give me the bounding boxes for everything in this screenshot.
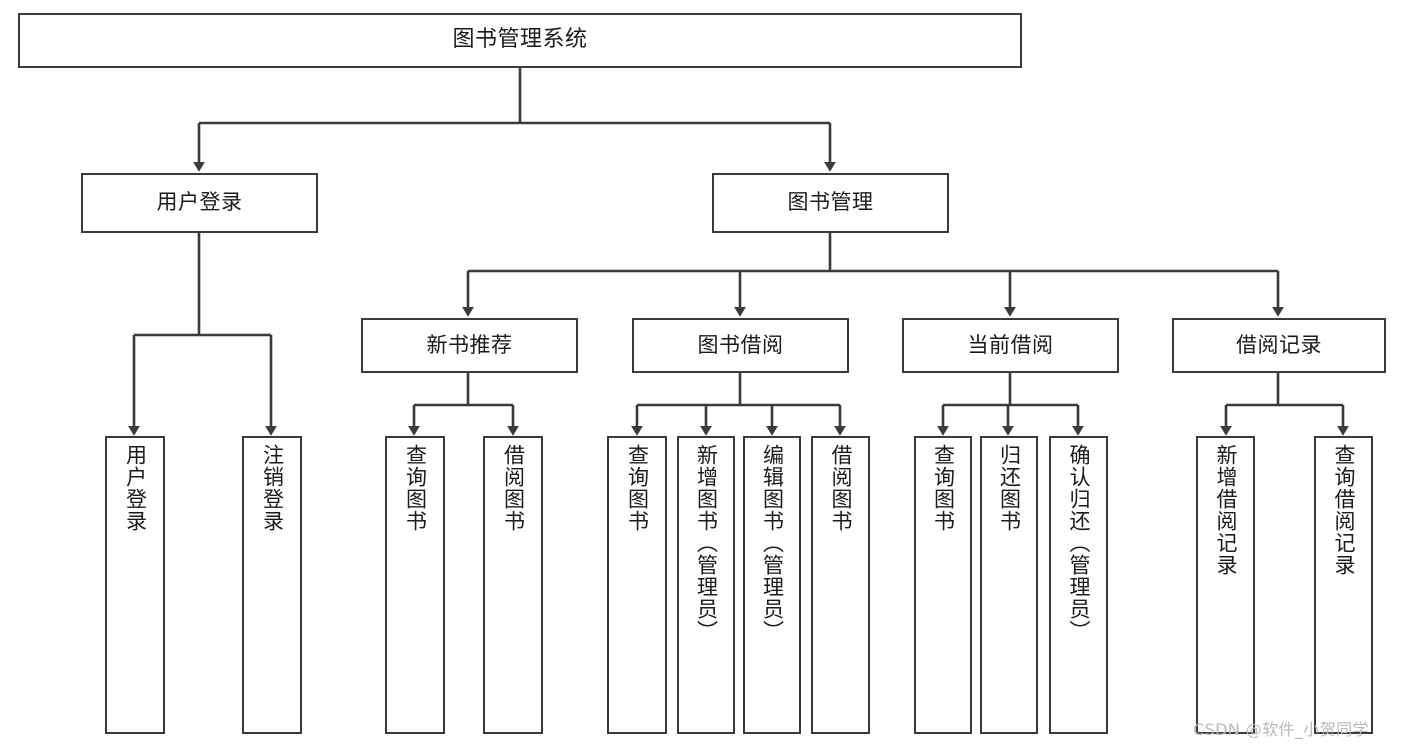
node-book-management[interactable]: 图书管理: [712, 173, 949, 233]
leaf-edit-book-admin[interactable]: 编辑图书（管理员）: [743, 436, 801, 734]
node-book-borrow[interactable]: 图书借阅: [632, 318, 849, 373]
leaf-query-book-recommend[interactable]: 查询图书: [385, 436, 445, 734]
node-label: 归还图书: [997, 444, 1022, 532]
node-label: 用户登录: [123, 444, 148, 532]
leaf-borrow-book[interactable]: 借阅图书: [811, 436, 870, 734]
node-label: 查询图书: [931, 444, 956, 532]
leaf-confirm-return-admin[interactable]: 确认归还（管理员）: [1049, 436, 1108, 734]
node-label: 用户登录: [156, 190, 243, 215]
node-user-login[interactable]: 用户登录: [81, 173, 318, 233]
leaf-logout[interactable]: 注销登录: [242, 436, 302, 734]
node-label: 查询图书: [625, 444, 650, 532]
leaf-add-borrow-record[interactable]: 新增借阅记录: [1196, 436, 1255, 734]
leaf-user-login[interactable]: 用户登录: [105, 436, 165, 734]
node-label: 查询借阅记录: [1332, 444, 1356, 576]
node-borrow-record[interactable]: 借阅记录: [1172, 318, 1386, 373]
node-new-book-recommend[interactable]: 新书推荐: [361, 318, 578, 373]
node-root-book-management-system[interactable]: 图书管理系统: [18, 13, 1022, 68]
node-label: 当前借阅: [967, 332, 1054, 357]
leaf-query-book-borrow[interactable]: 查询图书: [607, 436, 667, 734]
node-label: 借阅图书: [501, 444, 526, 532]
node-label: 查询图书: [403, 444, 428, 532]
node-label: 新增借阅记录: [1214, 444, 1238, 576]
node-label: 图书管理: [787, 190, 874, 215]
node-label: 注销登录: [260, 444, 285, 532]
csdn-watermark: CSDN @软件_小贺同学: [1193, 720, 1369, 739]
leaf-query-borrow-record[interactable]: 查询借阅记录: [1314, 436, 1373, 734]
node-label: 借阅记录: [1236, 332, 1322, 357]
leaf-query-book-current[interactable]: 查询图书: [914, 436, 972, 734]
node-current-borrow[interactable]: 当前借阅: [902, 318, 1119, 373]
node-label: 图书管理系统: [452, 27, 588, 53]
node-label: 编辑图书（管理员）: [760, 444, 785, 642]
node-label: 图书借阅: [697, 332, 784, 357]
node-label: 新书推荐: [426, 332, 513, 357]
leaf-return-book[interactable]: 归还图书: [980, 436, 1038, 734]
leaf-add-book-admin[interactable]: 新增图书（管理员）: [677, 436, 735, 734]
node-label: 确认归还（管理员）: [1067, 444, 1091, 642]
node-label: 新增图书（管理员）: [694, 444, 719, 642]
leaf-borrow-book-recommend[interactable]: 借阅图书: [483, 436, 543, 734]
node-label: 借阅图书: [829, 444, 853, 532]
